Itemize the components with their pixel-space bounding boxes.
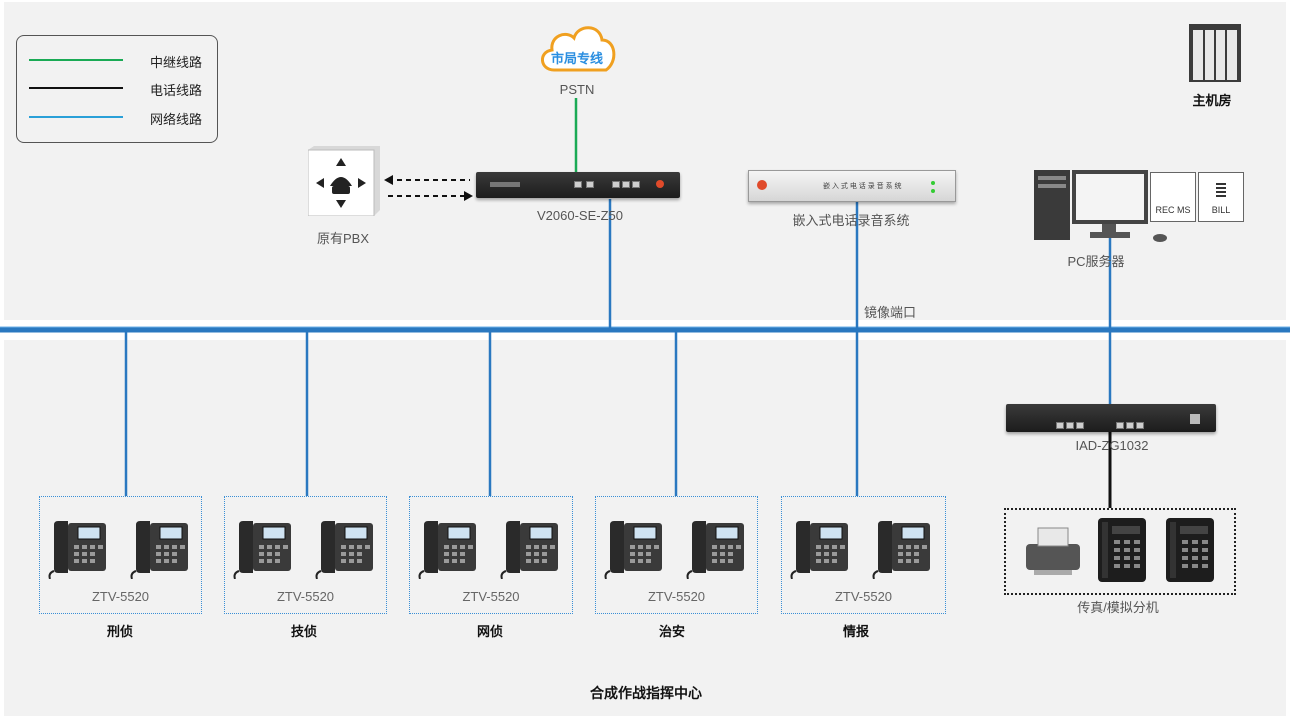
recorder-led [931,189,935,193]
iad-port [1056,422,1064,429]
legend-label-network: 网络线路 [150,112,203,127]
ip-phone-icon [418,517,478,580]
old-pbx-caption: 原有PBX [316,231,370,246]
analog-phone-icon [1098,518,1146,582]
gateway-port [574,181,582,188]
legend: 中继线路 电话线路 网络线路 [16,35,218,143]
arrow-head-left-icon [384,175,393,185]
ip-phone-icon [500,517,560,580]
arrow-head-right-icon [464,191,473,201]
bill-icon [1216,183,1226,197]
legend-row-phone: 电话线路 [17,78,217,98]
gateway-port [586,181,594,188]
iad-port [1136,422,1144,429]
recorder-device: 嵌 入 式 电 话 录 音 系 统 [748,170,956,202]
legend-row-trunk: 中继线路 [17,50,217,70]
ip-phone-icon [233,517,293,580]
pstn-cloud-label: 市局专线 [550,51,603,66]
phone-group: ZTV-5520 [39,496,202,614]
recorder-panel-text: 嵌 入 式 电 话 录 音 系 统 [823,183,902,190]
group-name-label: 情报 [842,624,870,639]
phone-group: ZTV-5520 [781,496,946,614]
legend-swatch-phone [29,87,123,89]
analog-caption: 传真/模拟分机 [1077,600,1159,615]
legend-swatch-network [29,116,123,118]
analog-phone-icon [1166,518,1214,582]
group-model-label: ZTV-5520 [834,589,893,604]
ip-phone-icon [686,517,746,580]
iad-port [1076,422,1084,429]
group-model-label: ZTV-5520 [647,589,706,604]
bill-box: BILL [1198,172,1244,222]
iad-caption: IAD-ZG1032 [1075,438,1149,453]
ip-phone-icon [315,517,375,580]
group-name-label: 技侦 [290,624,318,639]
gateway-port [632,181,640,188]
iad-device [1006,404,1216,432]
phone-group: ZTV-5520 [224,496,387,614]
group-model-label: ZTV-5520 [276,589,335,604]
mirror-port-caption: 镜像端口 [864,305,917,320]
iad-power-icon [1190,414,1200,424]
gateway-slot [490,182,520,187]
recorder-caption: 嵌入式电话录音系统 [792,213,910,228]
pc-server-icon [1034,170,1167,242]
phone-group: ZTV-5520 [409,496,573,614]
cloud-icon [541,26,616,72]
legend-swatch-trunk [29,59,123,61]
rec-ms-box: REC MS [1150,172,1196,222]
fax-icon [1026,527,1080,575]
iad-port [1116,422,1124,429]
group-model-label: ZTV-5520 [91,589,150,604]
gateway-port [622,181,630,188]
legend-label-trunk: 中继线路 [150,55,203,70]
server-room-caption: 主机房 [1192,93,1232,108]
legend-row-network: 网络线路 [17,107,217,127]
center-title: 合成作战指挥中心 [590,685,702,701]
iad-port [1066,422,1074,429]
group-name-label: 网侦 [476,624,504,639]
ip-phone-icon [48,517,108,580]
legend-label-phone: 电话线路 [150,83,203,98]
pstn-caption: PSTN [559,82,595,97]
pc-server: REC MS BILL [1034,168,1244,242]
gateway-device [476,172,680,198]
analog-box [1004,508,1236,595]
recorder-logo-icon [757,180,767,190]
group-name-label: 治安 [658,624,686,639]
ip-phone-icon [872,517,932,580]
iad-port [1126,422,1134,429]
old-pbx-device [307,146,380,217]
pstn-cloud: 市局专线 [536,18,618,76]
ip-phone-icon [604,517,664,580]
bill-label: BILL [1211,205,1231,215]
gateway-logo-icon [656,180,664,188]
rec-ms-label: REC MS [1155,205,1191,215]
ip-phone-icon [130,517,190,580]
group-model-label: ZTV-5520 [462,589,520,604]
gateway-port [612,181,620,188]
ip-phone-icon [790,517,850,580]
pc-server-caption: PC服务器 [1067,254,1125,269]
recorder-led [931,181,935,185]
group-name-label: 刑侦 [106,624,134,639]
phone-group: ZTV-5520 [595,496,758,614]
gateway-caption: V2060-SE-Z50 [537,208,623,223]
server-rack-icon [1188,22,1242,82]
